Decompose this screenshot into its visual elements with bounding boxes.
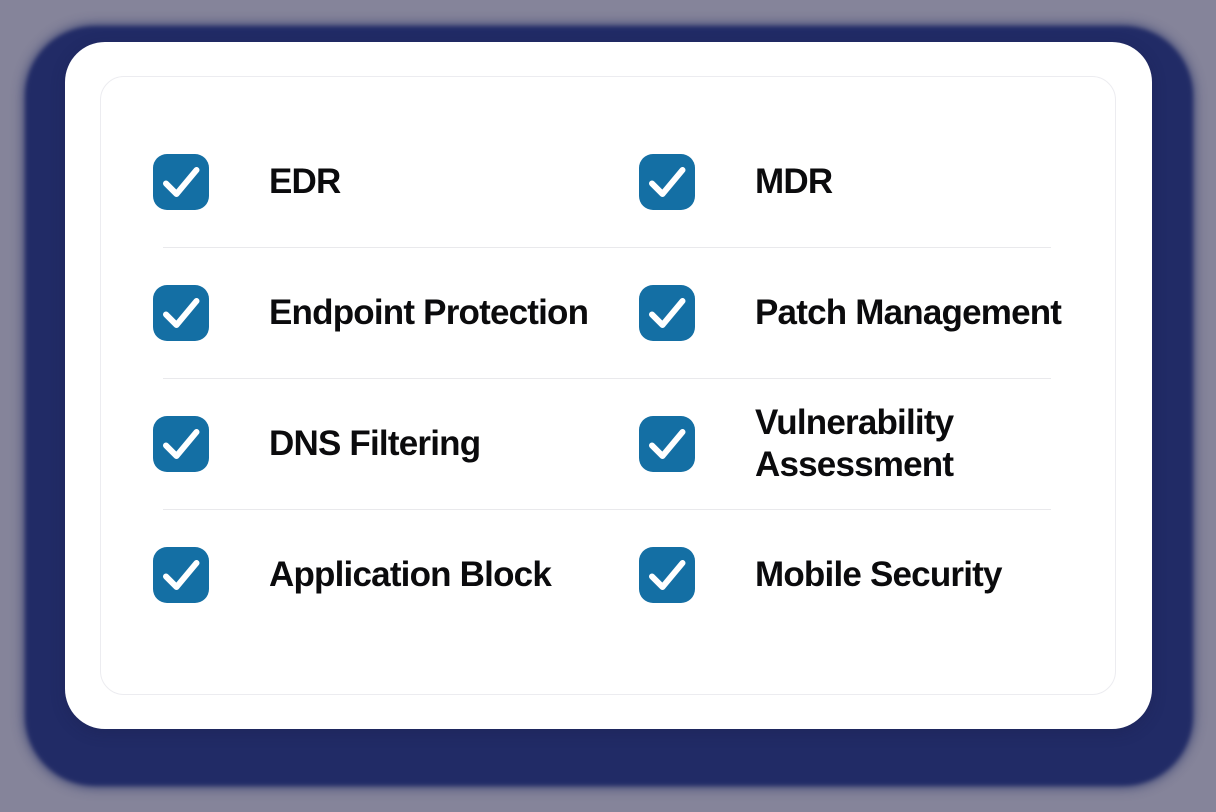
checkmark-icon bbox=[649, 298, 686, 328]
feature-checkbox[interactable] bbox=[153, 547, 209, 603]
feature-item-edr[interactable]: EDR bbox=[153, 154, 639, 210]
feature-checkbox[interactable] bbox=[639, 416, 695, 472]
feature-label: Endpoint Protection bbox=[269, 293, 589, 332]
feature-item-endpoint-protection[interactable]: Endpoint Protection bbox=[153, 285, 639, 341]
feature-row: EDR MDR bbox=[101, 117, 1115, 247]
checkmark-icon bbox=[649, 167, 686, 197]
feature-label: DNS Filtering bbox=[269, 424, 481, 463]
checkmark-icon bbox=[163, 298, 200, 328]
feature-checkbox[interactable] bbox=[153, 416, 209, 472]
feature-item-mobile-security[interactable]: Mobile Security bbox=[639, 547, 1115, 603]
feature-row: Endpoint Protection Patch Management bbox=[101, 248, 1115, 378]
feature-row: Application Block Mobile Security bbox=[101, 510, 1115, 640]
features-panel: EDR MDR bbox=[100, 76, 1116, 695]
feature-checkbox[interactable] bbox=[153, 285, 209, 341]
feature-item-application-block[interactable]: Application Block bbox=[153, 547, 639, 603]
feature-label: MDR bbox=[755, 162, 833, 201]
features-card: EDR MDR bbox=[65, 42, 1152, 729]
checkmark-icon bbox=[649, 429, 686, 459]
feature-checkbox[interactable] bbox=[639, 285, 695, 341]
checkmark-icon bbox=[649, 560, 686, 590]
feature-label: EDR bbox=[269, 162, 341, 201]
checkmark-icon bbox=[163, 167, 200, 197]
feature-checkbox[interactable] bbox=[153, 154, 209, 210]
feature-item-mdr[interactable]: MDR bbox=[639, 154, 1115, 210]
feature-item-patch-management[interactable]: Patch Management bbox=[639, 285, 1115, 341]
row-divider bbox=[163, 378, 1051, 379]
feature-label: Patch Management bbox=[755, 293, 1062, 332]
feature-item-dns-filtering[interactable]: DNS Filtering bbox=[153, 416, 639, 472]
row-divider bbox=[163, 247, 1051, 248]
row-divider bbox=[163, 509, 1051, 510]
feature-checkbox[interactable] bbox=[639, 154, 695, 210]
feature-label: Application Block bbox=[269, 555, 552, 594]
feature-label: Mobile Security bbox=[755, 555, 1002, 594]
checkmark-icon bbox=[163, 429, 200, 459]
feature-label: Vulnerability Assessment bbox=[755, 403, 954, 484]
feature-checkbox[interactable] bbox=[639, 547, 695, 603]
feature-item-vulnerability-assessment[interactable]: Vulnerability Assessment bbox=[639, 402, 1115, 486]
checkmark-icon bbox=[163, 560, 200, 590]
feature-row: DNS Filtering Vulnerability Assessment bbox=[101, 379, 1115, 509]
